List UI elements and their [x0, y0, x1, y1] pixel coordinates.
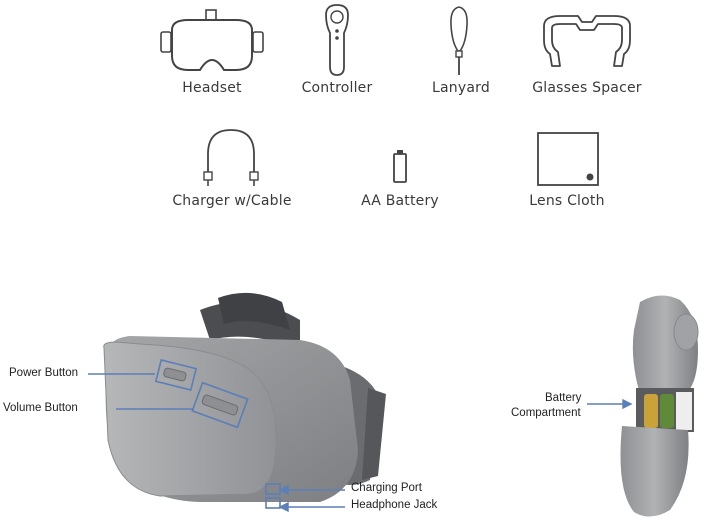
aa-battery-icon	[393, 150, 407, 183]
headphone-jack-label: Headphone Jack	[351, 499, 438, 511]
item-label-controller: Controller	[301, 80, 373, 96]
volume-button-label: Volume Button	[3, 402, 78, 414]
item-label-aa-battery: AA Battery	[361, 193, 439, 209]
item-label-lanyard: Lanyard	[432, 80, 490, 96]
headset-photo	[103, 292, 386, 509]
battery-callout-arrow	[587, 398, 633, 410]
battery-compartment-label-line2: Compartment	[511, 407, 581, 419]
controller-photo	[620, 295, 699, 517]
power-button-label: Power Button	[9, 367, 79, 379]
charging-port-label: Charging Port	[351, 482, 422, 494]
charger-cable-icon	[203, 129, 259, 186]
glasses-spacer-icon	[543, 15, 631, 67]
battery-compartment-label-line1: Battery	[545, 392, 582, 404]
headset-callout-lines	[88, 373, 345, 513]
controller-icon	[325, 4, 349, 76]
lens-cloth-icon	[537, 132, 599, 186]
lanyard-icon	[450, 6, 468, 75]
item-label-glasses-spacer: Glasses Spacer	[532, 80, 642, 96]
headset-icon	[160, 9, 264, 71]
item-label-headset: Headset	[182, 80, 242, 96]
item-label-charger-cable: Charger w/Cable	[172, 193, 292, 209]
item-label-lens-cloth: Lens Cloth	[529, 193, 605, 209]
